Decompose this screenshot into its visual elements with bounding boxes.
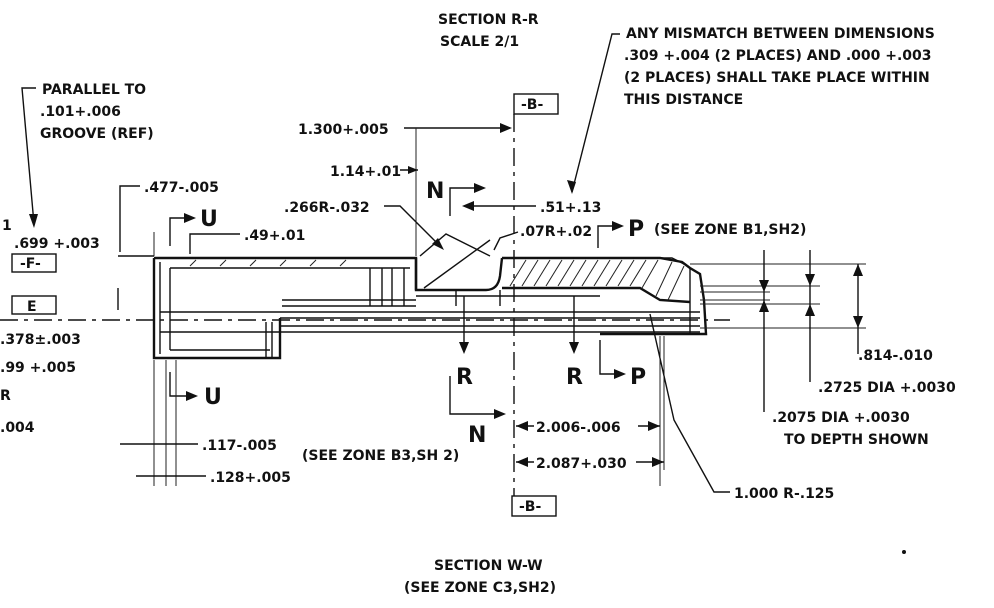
svg-text:1: 1	[2, 218, 12, 234]
datum-b-bottom: -B-	[511, 495, 557, 517]
note-line-4: THIS DISTANCE	[624, 92, 743, 108]
parallel-line-3: GROOVE (REF)	[40, 126, 154, 142]
dim-51: .51+.13	[462, 200, 601, 216]
section-n-ref: (SEE ZONE B3,SH 2)	[302, 448, 459, 464]
parallel-leader	[21, 87, 36, 225]
dim-07r: .07R+.02	[493, 224, 592, 251]
svg-text:1.300+.005: 1.300+.005	[298, 122, 389, 138]
note-line-3: (2 PLACES) SHALL TAKE PLACE WITHIN	[624, 70, 930, 86]
part-outline	[0, 233, 730, 360]
section-hatching	[189, 259, 685, 301]
section-rr-scale: SCALE 2/1	[440, 34, 519, 50]
dim-814: .814-.010	[690, 263, 933, 364]
section-p-bottom: P	[599, 340, 646, 390]
svg-text:2.006-.006: 2.006-.006	[536, 420, 621, 436]
dim-699: .699 +.003 1	[2, 218, 154, 257]
dim-266r: .266R-.032	[284, 200, 444, 250]
dim-114: 1.14+.01	[330, 164, 418, 180]
dim-2725: .2725 DIA +.0030	[700, 250, 956, 396]
datum-b-bottom-label: -B-	[519, 499, 541, 515]
section-r-right: R	[566, 296, 583, 390]
dim-477: .477-.005	[119, 180, 219, 256]
note-line-2: .309 +.004 (2 PLACES) AND .000 +.003	[624, 48, 932, 64]
section-rr-label: SECTION R-R	[438, 12, 539, 28]
datum-f: -F-	[11, 253, 57, 273]
stray-dot	[902, 550, 906, 554]
svg-text:.49+.01: .49+.01	[244, 228, 305, 244]
dim-2075: .2075 DIA +.0030 TO DEPTH SHOWN	[700, 250, 929, 448]
section-r-left: R	[456, 296, 473, 390]
dim-99: .99 +.005	[0, 360, 76, 376]
svg-text:.07R+.02: .07R+.02	[520, 224, 592, 240]
svg-text:.266R-.032: .266R-.032	[284, 200, 370, 216]
section-u-bottom: U	[169, 372, 222, 410]
section-ww-title: SECTION W-W (SEE ZONE C3,SH2)	[404, 558, 556, 596]
section-p-bottom-label: P	[630, 365, 646, 390]
note-line-1: ANY MISMATCH BETWEEN DIMENSIONS	[626, 26, 935, 42]
svg-text:.2725 DIA +.0030: .2725 DIA +.0030	[818, 380, 956, 396]
svg-text:TO DEPTH SHOWN: TO DEPTH SHOWN	[784, 432, 929, 448]
dim-117: .117-.005	[120, 360, 277, 486]
section-n-top-label: N	[426, 179, 444, 204]
dim-128: .128+.005	[136, 470, 291, 486]
section-ww-label: SECTION W-W	[434, 558, 543, 574]
svg-text:.128+.005: .128+.005	[210, 470, 291, 486]
section-p-top-label: P	[628, 217, 644, 242]
datum-f-label: -F-	[20, 256, 41, 272]
section-p-top: P (SEE ZONE B1,SH2)	[597, 217, 806, 248]
svg-text:.699 +.003: .699 +.003	[14, 236, 100, 252]
svg-text:1.14+.01: 1.14+.01	[330, 164, 401, 180]
section-ww-ref: (SEE ZONE C3,SH2)	[404, 580, 556, 596]
dim-378: .378±.003	[0, 332, 81, 348]
section-u-top-label: U	[200, 207, 218, 232]
datum-e-label: E	[27, 299, 37, 315]
section-rr-title: SECTION R-R SCALE 2/1	[438, 12, 539, 50]
dim-r-fragment: R	[0, 388, 11, 404]
section-r-right-label: R	[566, 365, 583, 390]
section-p-top-ref: (SEE ZONE B1,SH2)	[654, 222, 806, 238]
section-r-left-label: R	[456, 365, 473, 390]
parallel-line-1: PARALLEL TO	[42, 82, 146, 98]
dim-1300: 1.300+.005	[298, 122, 512, 256]
note-leader-arrowhead	[567, 180, 576, 194]
svg-text:.814-.010: .814-.010	[858, 348, 933, 364]
dim-1000r: 1.000 R-.125	[649, 313, 834, 502]
parallel-leader-arrowhead	[29, 214, 38, 228]
svg-text:.51+.13: .51+.13	[540, 200, 601, 216]
section-u-bottom-label: U	[204, 385, 222, 410]
dim-49: .49+.01	[189, 228, 305, 254]
svg-text:2.087+.030: 2.087+.030	[536, 456, 627, 472]
section-u-top: U	[169, 207, 218, 246]
svg-text:.117-.005: .117-.005	[202, 438, 277, 454]
dim-004: .004	[0, 420, 35, 436]
section-n-top: N	[426, 179, 486, 216]
datum-b-top: -B-	[513, 93, 559, 115]
svg-text:.477-.005: .477-.005	[144, 180, 219, 196]
datum-e: E	[11, 295, 57, 315]
section-n-bottom-label: N	[468, 423, 486, 448]
parallel-note: PARALLEL TO .101+.006 GROOVE (REF)	[21, 82, 154, 228]
mismatch-note: ANY MISMATCH BETWEEN DIMENSIONS .309 +.0…	[567, 26, 935, 194]
dim-2087: 2.087+.030	[516, 456, 664, 472]
note-leader	[571, 33, 620, 193]
datum-b-top-label: -B-	[521, 97, 543, 113]
svg-text:1.000 R-.125: 1.000 R-.125	[734, 486, 834, 502]
parallel-line-2: .101+.006	[40, 104, 121, 120]
section-n-bottom: N	[449, 376, 506, 448]
svg-text:.2075 DIA +.0030: .2075 DIA +.0030	[772, 410, 910, 426]
